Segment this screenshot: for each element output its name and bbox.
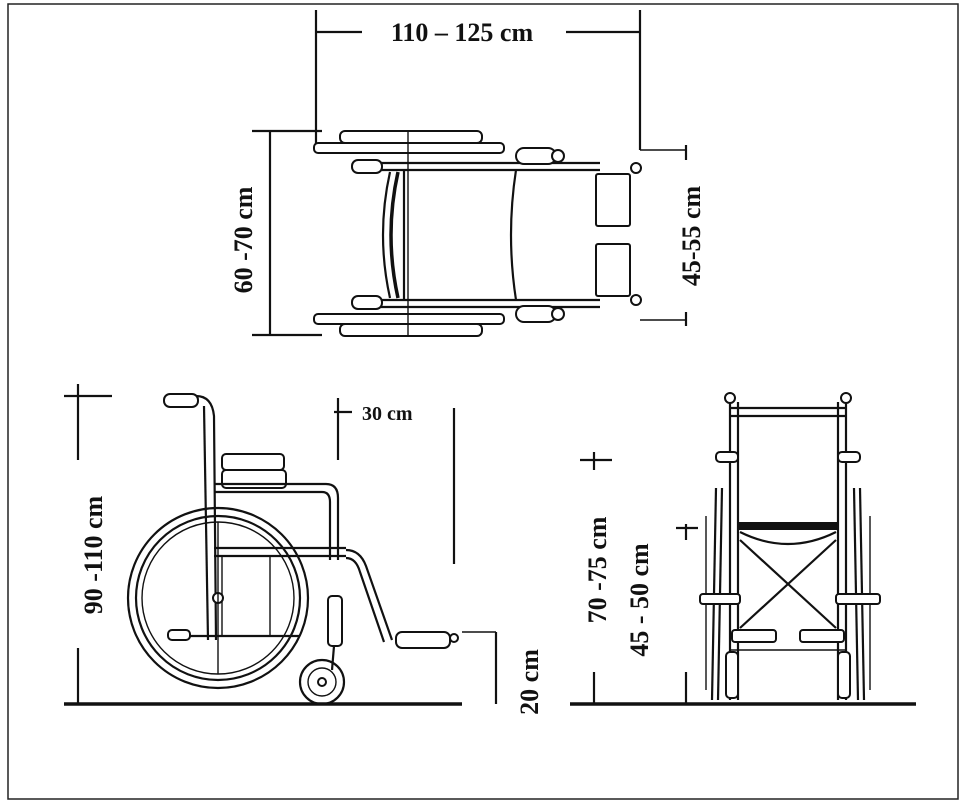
side-view: 90 -110 cm 30 cm 20 cm <box>64 384 544 715</box>
front-view: 70 -75 cm 45 - 50 cm <box>570 392 916 706</box>
label-20cm: 20 cm <box>515 649 544 715</box>
label-30cm: 30 cm <box>362 403 413 425</box>
label-width-60-70: 60 -70 cm <box>229 186 258 293</box>
label-height-70-75: 70 -75 cm <box>583 516 612 623</box>
label-height-90-110: 90 -110 cm <box>79 495 108 614</box>
top-view: 110 – 125 cm 60 -70 cm 45-55 cm <box>229 10 706 337</box>
label-width-45-55: 45-55 cm <box>677 185 706 286</box>
label-length-110-125: 110 – 125 cm <box>391 18 534 47</box>
label-height-45-50: 45 - 50 cm <box>625 543 654 657</box>
diagram-frame <box>7 3 959 800</box>
